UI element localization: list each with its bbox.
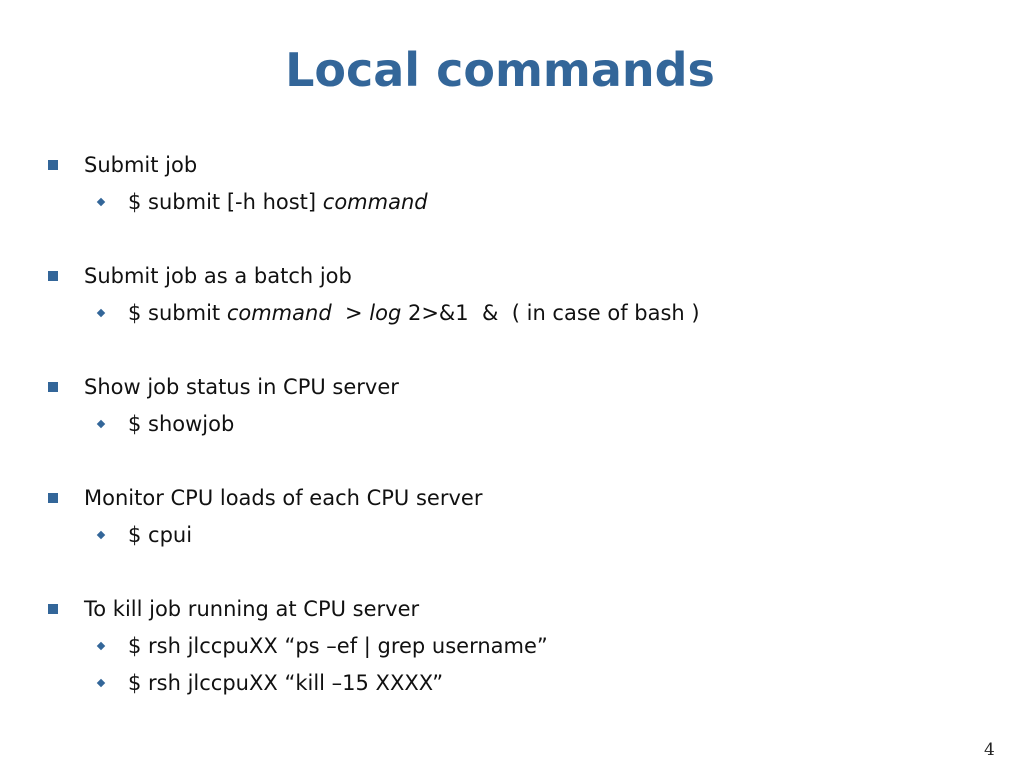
- bullet-item-batch-job: Submit job as a batch job: [84, 264, 352, 288]
- bullet-item-show-status: Show job status in CPU server: [84, 375, 399, 399]
- page-number: 4: [984, 740, 995, 760]
- bullet-item-kill-job: To kill job running at CPU server: [84, 597, 420, 621]
- diamond-bullet-icon: [96, 678, 106, 688]
- square-bullet-icon: [48, 382, 58, 392]
- command-cpui: $ cpui: [128, 522, 192, 548]
- slide-title: Local commands: [285, 43, 715, 97]
- diamond-bullet-icon: [96, 641, 106, 651]
- command-text: $ showjob: [128, 412, 235, 436]
- command-placeholder: command: [226, 301, 332, 325]
- command-submit-host: $ submit [-h host] command: [128, 189, 428, 215]
- square-bullet-icon: [48, 493, 58, 503]
- command-text: $ submit: [128, 301, 227, 325]
- command-text: 2>&1 & ( in case of bash ): [401, 301, 700, 325]
- command-submit-batch: $ submit command > log 2>&1 & ( in case …: [128, 300, 700, 326]
- diamond-bullet-icon: [96, 197, 106, 207]
- command-text: $ submit [-h host]: [128, 190, 323, 214]
- command-text: $ rsh jlccpuXX “ps –ef | grep username”: [128, 634, 548, 658]
- bullet-item-submit-job: Submit job: [84, 153, 198, 177]
- diamond-bullet-icon: [96, 419, 106, 429]
- command-rsh-ps: $ rsh jlccpuXX “ps –ef | grep username”: [128, 633, 548, 659]
- command-text: >: [331, 301, 370, 325]
- square-bullet-icon: [48, 160, 58, 170]
- square-bullet-icon: [48, 271, 58, 281]
- command-placeholder: command: [322, 190, 428, 214]
- diamond-bullet-icon: [96, 308, 106, 318]
- square-bullet-icon: [48, 604, 58, 614]
- command-text: $ rsh jlccpuXX “kill –15 XXXX”: [128, 671, 444, 695]
- diamond-bullet-icon: [96, 530, 106, 540]
- bullet-item-monitor-cpu: Monitor CPU loads of each CPU server: [84, 486, 483, 510]
- command-text: $ cpui: [128, 523, 193, 547]
- command-showjob: $ showjob: [128, 411, 234, 437]
- command-rsh-kill: $ rsh jlccpuXX “kill –15 XXXX”: [128, 670, 443, 696]
- log-placeholder: log: [369, 301, 402, 325]
